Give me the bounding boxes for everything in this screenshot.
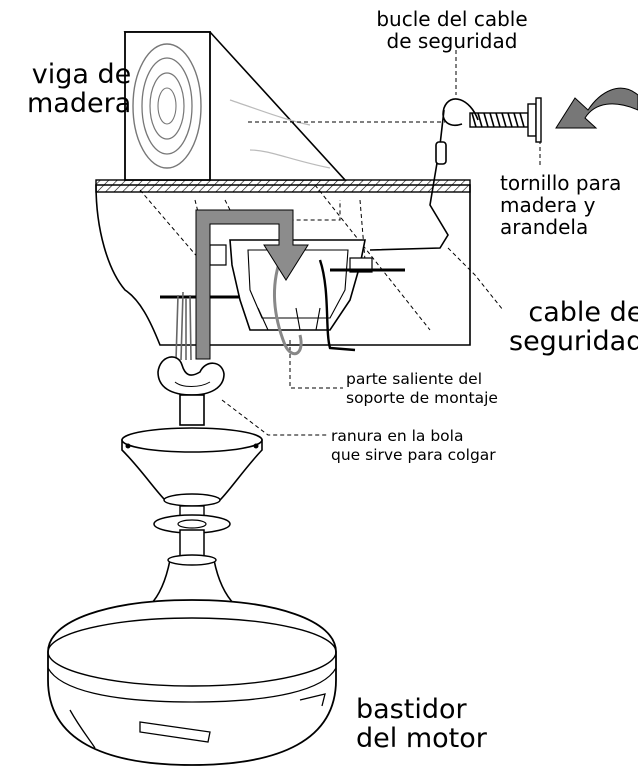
hanger-ball: [157, 356, 225, 396]
safety-cable: [369, 98, 479, 251]
screw-direction-arrow: [555, 87, 638, 129]
label-bracket-tab: parte saliente del soporte de montaje: [346, 370, 498, 407]
canopy: [121, 427, 263, 507]
fan-wires: [175, 291, 192, 361]
label-safety-cable-loop: bucle del cable de seguridad: [376, 7, 528, 53]
coupling-cover: [153, 505, 231, 559]
label-wood-screw-washer: tornillo para madera y arandela: [500, 171, 622, 239]
downrod: [179, 394, 205, 426]
wood-screw-with-washer: [469, 97, 542, 143]
label-safety-cable: cable de seguridad: [509, 297, 638, 357]
hanger-arrow: [195, 209, 309, 360]
label-motor-housing: bastidor del motor: [356, 694, 487, 754]
label-ball-slot: ranura en la bola que sirve para colgar: [331, 427, 496, 464]
wood-beam: [123, 31, 347, 181]
motor-housing: [47, 554, 337, 766]
label-wood-beam: viga de madera: [27, 59, 132, 119]
mounting-bracket: [160, 239, 405, 356]
